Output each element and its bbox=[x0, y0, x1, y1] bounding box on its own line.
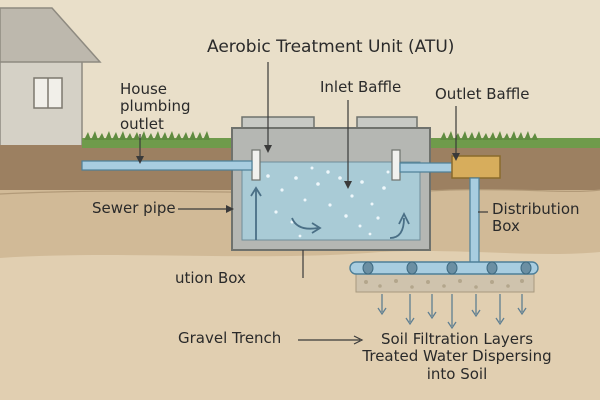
house-outlet-line-1: House bbox=[120, 80, 168, 98]
outlet-baffle-label: Outlet Baffle bbox=[435, 85, 530, 103]
atu-title: Aerobic Treatment Unit (ATU) bbox=[207, 37, 455, 57]
house-outlet-line-2: plumbing bbox=[120, 97, 191, 116]
aeration-bubbles bbox=[266, 166, 390, 238]
leader-arrowheads bbox=[136, 145, 460, 213]
distribution-box-shape bbox=[451, 155, 501, 179]
leader-gravel-arrowhead bbox=[353, 335, 364, 345]
distribution-box-label: Distribution Box bbox=[492, 200, 580, 236]
house-outlet-line-3: outlet bbox=[120, 114, 164, 133]
gravel-stones bbox=[364, 279, 524, 289]
lateral-pipe bbox=[349, 261, 539, 275]
distribution-box-line-1: Distribution bbox=[492, 200, 580, 218]
soil-filtration-line-1: Soil Filtration Layers bbox=[380, 330, 534, 348]
soil-filtration-line-3: into Soil bbox=[426, 364, 488, 383]
house-roof bbox=[0, 7, 102, 63]
soil-filtration-line-2: Treated Water Dispersing bbox=[362, 347, 552, 366]
inlet-baffle bbox=[251, 149, 261, 181]
inlet-baffle-label: Inlet Baffle bbox=[320, 78, 402, 96]
distribution-box-line-2: Box bbox=[492, 217, 520, 236]
treatment-box-label: ution Box bbox=[175, 269, 246, 287]
gravel-trench-label: Gravel Trench bbox=[178, 329, 282, 347]
soil-filtration-label: Soil Filtration Layers Treated Water Dis… bbox=[362, 330, 552, 383]
sewer-pipe-label: Sewer pipe bbox=[92, 199, 176, 217]
outlet-pipe bbox=[399, 162, 456, 173]
grass-blades-right bbox=[440, 131, 538, 140]
house bbox=[0, 7, 102, 156]
grass-blades-left bbox=[84, 131, 210, 140]
sewer-pipe bbox=[81, 160, 253, 171]
house-plumbing-outlet-label: House plumbing outlet bbox=[120, 80, 191, 133]
distribution-drop-pipe bbox=[469, 177, 480, 264]
leader-lines bbox=[139, 62, 488, 345]
outlet-baffle bbox=[391, 149, 401, 181]
dispersal-arrows bbox=[377, 294, 527, 330]
lateral-pipe-fittings bbox=[362, 261, 532, 275]
treatment-tank bbox=[231, 116, 431, 251]
tank-flow-arrows bbox=[250, 186, 410, 240]
tank-water bbox=[241, 161, 421, 241]
